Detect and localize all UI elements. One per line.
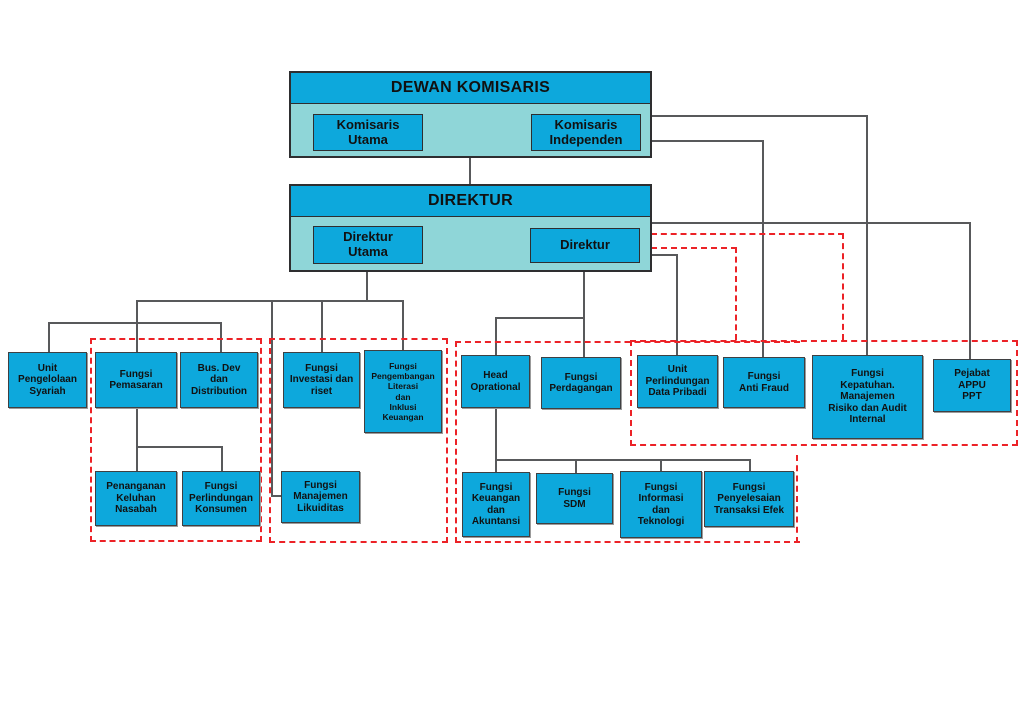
connector-line xyxy=(136,300,138,352)
node-fungsi-keuangan-akuntansi: Fungsi Keuangan dan Akuntansi xyxy=(462,472,530,537)
connector-line xyxy=(660,459,662,471)
node-bus-dev-distribution: Bus. Dev dan Distribution xyxy=(180,352,258,408)
group-outline-kepatuhan xyxy=(630,340,1018,446)
node-unit-perlindungan-data-pribadi: Unit Perlindungan Data Pribadi xyxy=(637,355,718,408)
connector-line xyxy=(762,140,764,357)
node-pejabat-appu-ppt: Pejabat APPU PPT xyxy=(933,359,1011,412)
node-fungsi-informasi-teknologi: Fungsi Informasi dan Teknologi xyxy=(620,471,702,538)
node-fungsi-kepatuhan: Fungsi Kepatuhan. Manajemen Risiko dan A… xyxy=(812,355,923,439)
connector-line xyxy=(136,300,404,302)
group-outline-upper-b xyxy=(651,247,737,340)
node-direktur: Direktur xyxy=(530,228,640,263)
node-komisaris-utama: Komisaris Utama xyxy=(313,114,423,151)
node-fungsi-perdagangan: Fungsi Perdagangan xyxy=(541,357,621,409)
group-outline-investasi xyxy=(269,338,448,543)
node-head-oprational: Head Oprational xyxy=(461,355,530,408)
node-unit-pengelolaan-syariah: Unit Pengelolaan Syariah xyxy=(8,352,87,408)
connector-line xyxy=(271,300,273,497)
connector-line xyxy=(402,300,404,350)
node-fungsi-investasi-riset: Fungsi Investasi dan riset xyxy=(283,352,360,408)
node-fungsi-pengembangan-literasi: Fungsi Pengembangan Literasi dan Inklusi… xyxy=(364,350,442,433)
connector-line xyxy=(583,260,585,357)
node-fungsi-perlindungan-konsumen: Fungsi Perlindungan Konsumen xyxy=(182,471,260,526)
connector-line xyxy=(651,140,764,142)
connector-line xyxy=(366,262,368,302)
node-penanganan-keluhan-nasabah: Penanganan Keluhan Nasabah xyxy=(95,471,177,526)
connector-line xyxy=(136,446,223,448)
node-fungsi-sdm: Fungsi SDM xyxy=(536,473,613,524)
direktur-title: DIREKTUR xyxy=(290,185,651,217)
node-fungsi-penyelesaian-transaksi: Fungsi Penyelesaian Transaksi Efek xyxy=(704,471,794,527)
connector-line xyxy=(676,254,678,355)
connector-line xyxy=(575,459,577,473)
connector-line xyxy=(48,322,222,324)
connector-line xyxy=(495,408,497,473)
connector-line xyxy=(48,322,50,352)
group-outline-pemasaran xyxy=(90,338,262,542)
group-outline-upper-a xyxy=(651,233,844,340)
connector-line xyxy=(495,317,583,319)
group-outline-oprational-right xyxy=(796,455,798,543)
connector-line xyxy=(221,446,223,471)
node-komisaris-independen: Komisaris Independen xyxy=(531,114,641,151)
group-dewan-komisaris: DEWAN KOMISARIS Komisaris Utama Komisari… xyxy=(289,71,652,158)
connector-line xyxy=(651,222,971,224)
connector-line xyxy=(271,495,283,497)
connector-line xyxy=(469,158,471,185)
connector-line xyxy=(866,115,868,355)
connector-line xyxy=(321,300,323,352)
connector-line xyxy=(969,222,971,360)
node-fungsi-manajemen-likuiditas: Fungsi Manajemen Likuiditas xyxy=(281,471,360,523)
connector-line xyxy=(495,459,751,461)
group-outline-oprational xyxy=(455,341,800,543)
connector-line xyxy=(220,322,222,352)
node-fungsi-anti-fraud: Fungsi Anti Fraud xyxy=(723,357,805,408)
connector-line xyxy=(136,408,138,471)
connector-line xyxy=(495,317,497,355)
group-direktur: DIREKTUR Direktur Utama Direktur xyxy=(289,184,652,272)
dewan-komisaris-title: DEWAN KOMISARIS xyxy=(290,72,651,104)
node-direktur-utama: Direktur Utama xyxy=(313,226,423,264)
connector-line xyxy=(651,254,678,256)
connector-line xyxy=(749,459,751,471)
node-fungsi-pemasaran: Fungsi Pemasaran xyxy=(95,352,177,408)
connector-line xyxy=(651,115,868,117)
